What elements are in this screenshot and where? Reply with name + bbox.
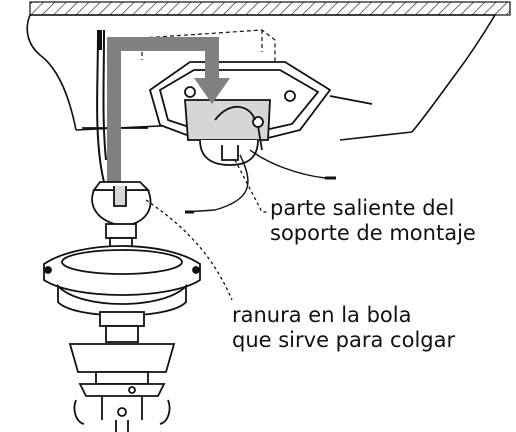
ball-slot-label-line1: ranura en la bola	[232, 303, 412, 327]
canopy	[43, 245, 201, 317]
motor-coupling	[68, 311, 176, 432]
insertion-arrow-icon	[107, 37, 230, 192]
bracket-tab-label-line2: soporte de montaje	[270, 221, 476, 245]
leader-lines	[145, 159, 268, 301]
ground-wires	[184, 149, 336, 214]
bracket-tab-label-line1: parte saliente del	[270, 196, 455, 220]
hanging-ball	[91, 181, 152, 227]
ball-slot-label-line2: que sirve para colgar	[232, 328, 456, 352]
mounting-bracket	[82, 61, 373, 166]
bracket-tab-label: parte saliente del soporte de montaje	[270, 196, 476, 246]
ball-slot-label: ranura en la bola que sirve para colgar	[232, 303, 455, 353]
ceiling-hatch-icon	[29, 1, 511, 16]
